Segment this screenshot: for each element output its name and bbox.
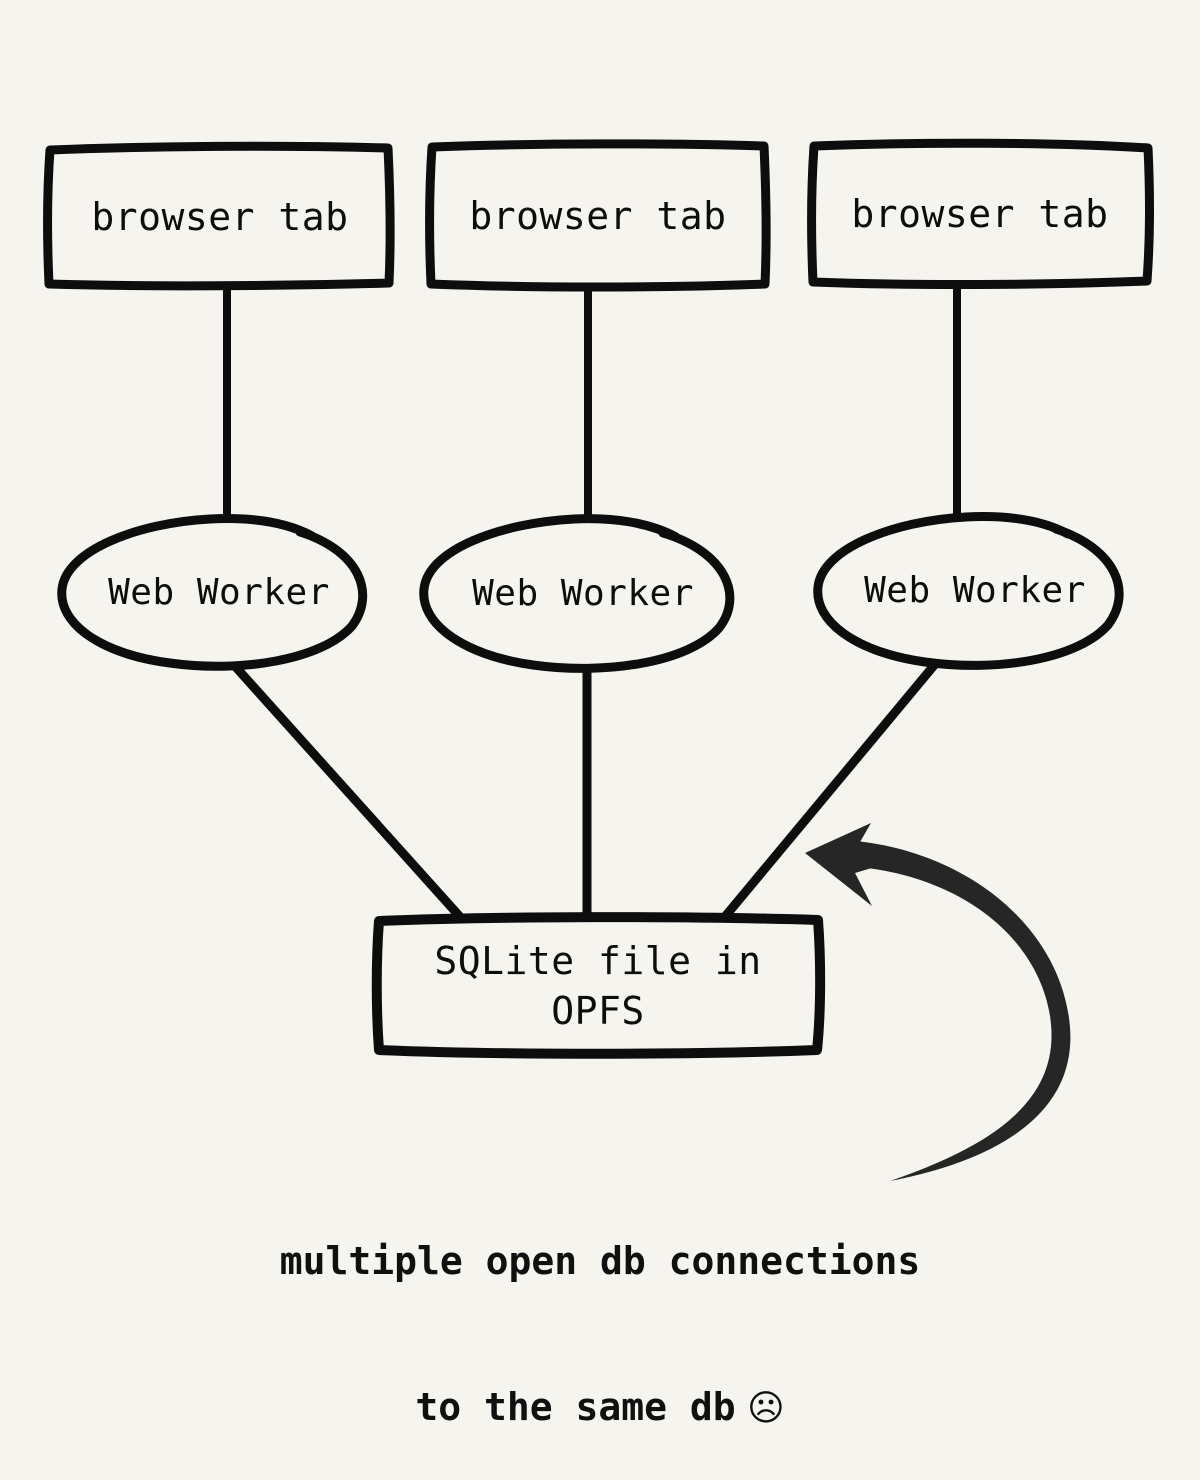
annotation-caption-line-2: to the same db ☹ bbox=[0, 1334, 1200, 1432]
web-worker-ellipse-3[interactable] bbox=[813, 512, 1124, 670]
annotation-caption: multiple open db connections to the same… bbox=[0, 1188, 1200, 1480]
web-worker-ellipse-2[interactable] bbox=[419, 514, 735, 673]
annotation-arrow bbox=[805, 823, 1071, 1181]
browser-tab-box-1[interactable] bbox=[43, 141, 395, 291]
browser-tab-box-3[interactable] bbox=[807, 138, 1154, 290]
annotation-arrow-shaft bbox=[845, 840, 1071, 1181]
annotation-caption-line-1: multiple open db connections bbox=[279, 1238, 921, 1283]
annotation-caption-line-2-text: to the same db bbox=[415, 1384, 736, 1429]
connector-worker3-store bbox=[718, 658, 941, 924]
frowning-face-emoji: ☹ bbox=[735, 1387, 785, 1429]
web-worker-ellipse-1[interactable] bbox=[57, 514, 368, 671]
sqlite-opfs-box[interactable] bbox=[371, 912, 826, 1059]
browser-tab-box-2[interactable] bbox=[425, 139, 771, 292]
connector-worker1-store bbox=[228, 659, 467, 924]
annotation-arrow-head bbox=[805, 823, 905, 906]
